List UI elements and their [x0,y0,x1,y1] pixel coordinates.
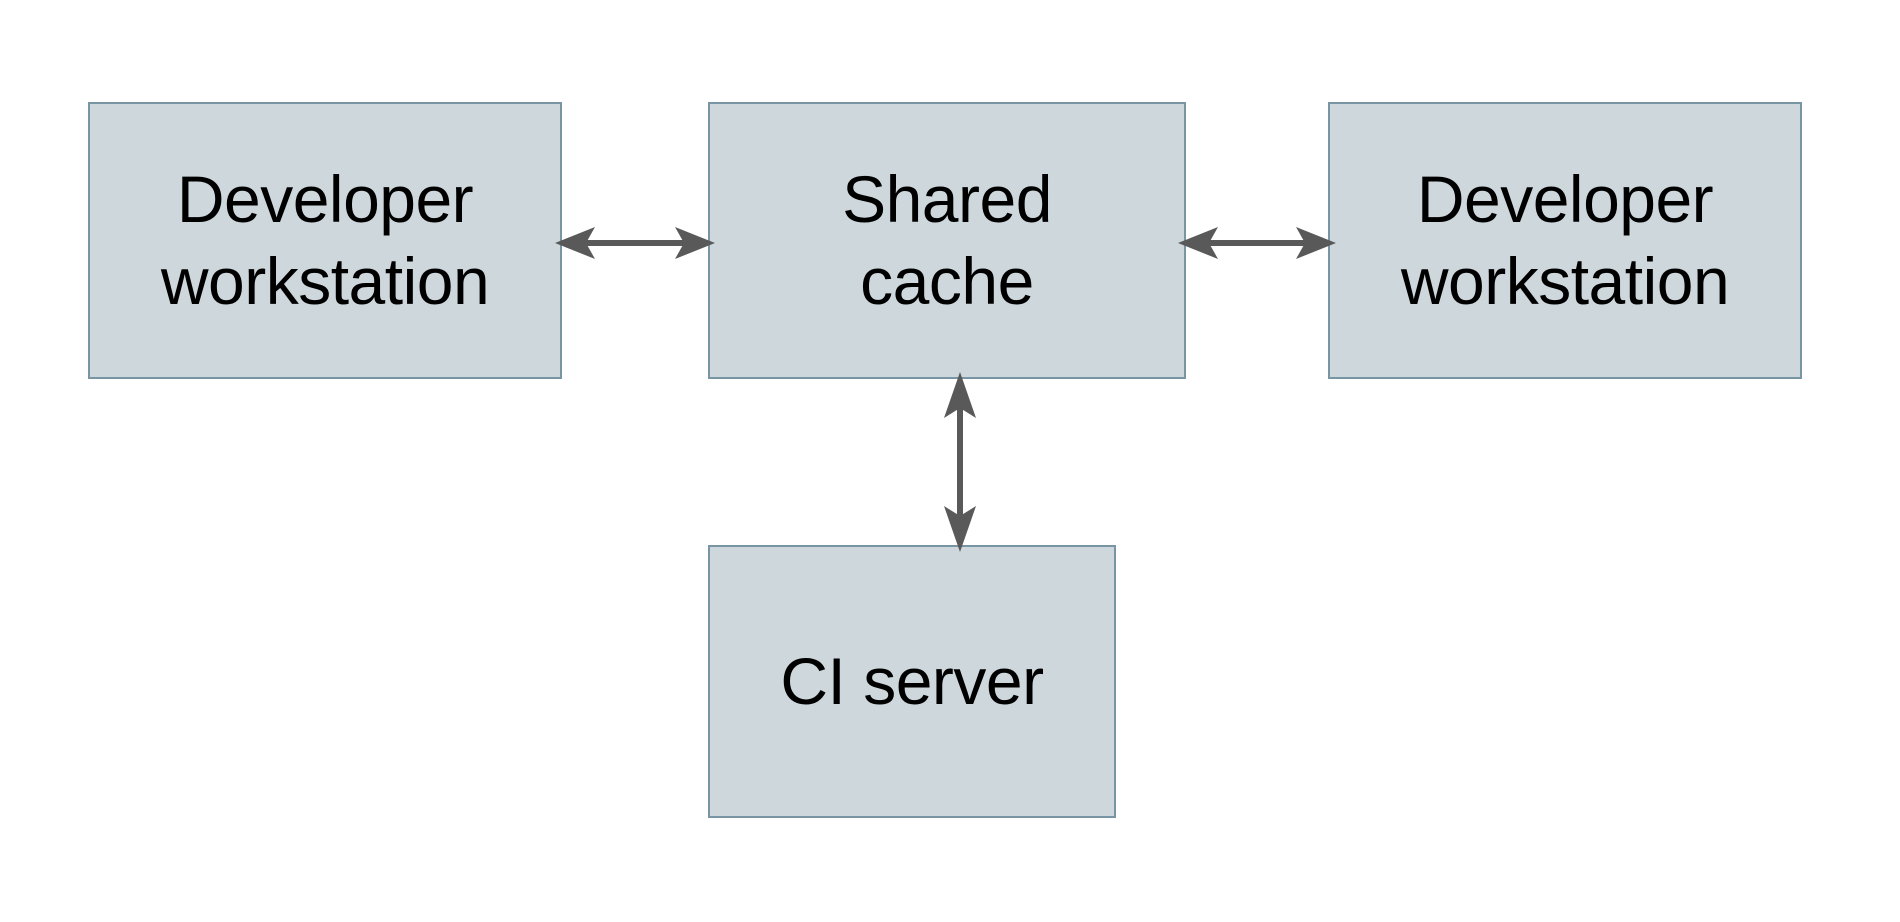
arrowhead-down-icon [944,506,976,552]
node-label-developer-workstation-left: Developer workstation [160,161,490,318]
node-shared-cache[interactable]: Shared cache [708,102,1186,379]
connector-shared-cache-to-ci-server[interactable] [935,372,985,552]
connector-developer-left-to-shared-cache[interactable] [555,218,715,268]
node-developer-workstation-left[interactable]: Developer workstation [88,102,562,379]
node-ci-server[interactable]: CI server [708,545,1116,818]
arrowhead-left-icon [555,227,595,259]
node-label-shared-cache: Shared cache [842,161,1052,318]
connector-shared-cache-to-developer-right[interactable] [1178,218,1336,268]
arrowhead-left-icon [1178,227,1218,259]
node-label-ci-server: CI server [780,643,1044,718]
node-label-developer-workstation-right: Developer workstation [1400,161,1730,318]
arrowhead-right-icon [1296,227,1336,259]
node-developer-workstation-right[interactable]: Developer workstation [1328,102,1802,379]
arrowhead-up-icon [944,372,976,418]
arrowhead-right-icon [675,227,715,259]
